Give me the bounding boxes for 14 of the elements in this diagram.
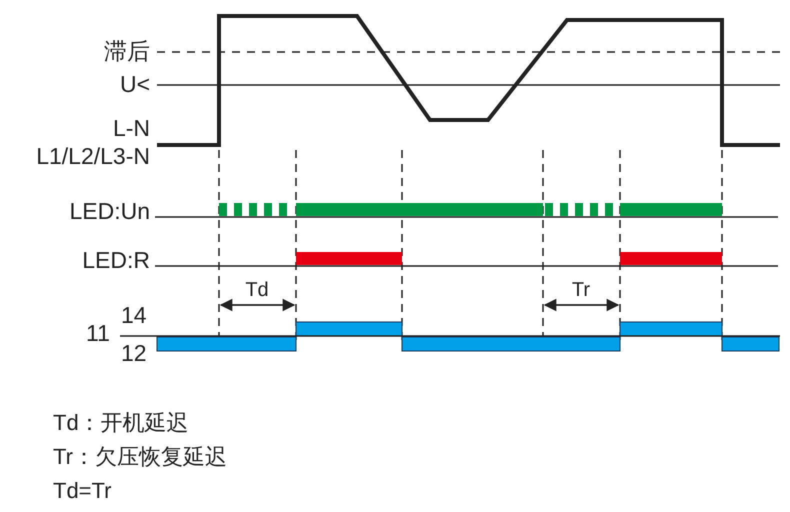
note: Td：开机延迟 — [53, 412, 189, 434]
note: Tr：欠压恢复延迟 — [53, 446, 227, 468]
signal-label: LED:R — [82, 249, 150, 272]
signal-label: L1/L2/L3-N — [36, 145, 150, 168]
contact-number: 12 — [121, 342, 147, 365]
signal-label: LED:Un — [69, 200, 150, 223]
threshold-label: U< — [120, 73, 150, 96]
time-label: Tr — [572, 280, 590, 300]
note: Td=Tr — [53, 480, 112, 502]
signal-label: L-N — [112, 117, 150, 140]
contact-number: 11 — [86, 322, 110, 345]
threshold-label: 滞后 — [104, 40, 150, 63]
contact-number: 14 — [121, 304, 147, 327]
time-label: Td — [245, 280, 269, 300]
